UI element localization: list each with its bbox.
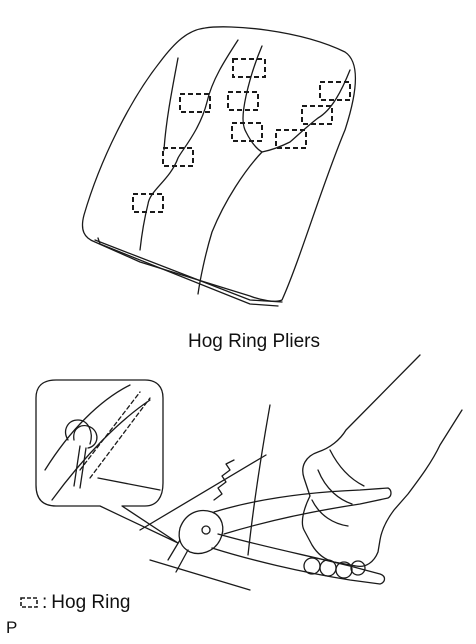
hog-ring-marker (227, 91, 259, 111)
cushion-base-flap (97, 237, 279, 307)
callout-seat-edge (44, 384, 131, 471)
fingertip (335, 561, 353, 579)
callout-hog-ring-leg (73, 445, 87, 489)
seam-center (197, 45, 263, 295)
plier-spring (213, 459, 235, 501)
finger-2 (317, 469, 353, 505)
seam-left (139, 39, 239, 251)
dashed-square-icon (20, 598, 38, 609)
legend-separator: : (42, 592, 48, 613)
legend-hog-ring-icon (20, 597, 38, 608)
fingertip (350, 560, 366, 576)
hog-ring-marker (231, 122, 263, 142)
plier-handle-upper (213, 487, 392, 535)
legend-text: Hog Ring (51, 592, 131, 613)
legend: : Hog Ring (20, 592, 131, 614)
callout-hog-ring-2 (64, 419, 92, 445)
plier-handle-lower (211, 533, 386, 585)
finger-3 (311, 499, 349, 527)
hand (301, 354, 463, 568)
seat-bottom-line (149, 559, 251, 591)
callout-seam (79, 391, 141, 471)
hog-ring-marker (275, 129, 307, 149)
seat-cushion-outline (81, 26, 357, 302)
detail-callout (35, 379, 179, 544)
hog-ring-marker (319, 81, 351, 101)
seat-edge-line (139, 454, 267, 531)
cushion-bottom-edge (94, 239, 283, 303)
hog-ring-pliers-label: Hog Ring Pliers (188, 331, 320, 352)
seat-vertical-line (247, 404, 271, 556)
seam-right (261, 69, 351, 153)
hog-ring-marker (232, 58, 266, 78)
figure-code: P (6, 618, 18, 637)
plier-pivot (201, 525, 211, 535)
seam-edge (163, 57, 179, 151)
plier-jaw (178, 509, 224, 555)
hog-ring-marker (301, 105, 333, 125)
plier-jaw-tip (167, 539, 189, 573)
callout-hog-ring (73, 425, 98, 449)
callout-base-line (97, 477, 161, 491)
finger-1 (329, 449, 365, 487)
callout-seam-2 (89, 397, 151, 479)
